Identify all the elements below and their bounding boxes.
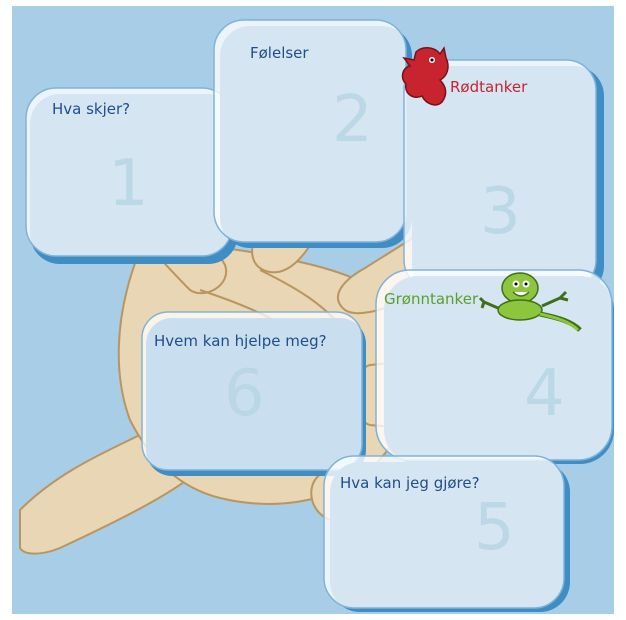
number-4: 4 (524, 362, 565, 426)
number-6: 6 (224, 362, 265, 426)
label-hva-skjer: Hva skjer? (52, 100, 130, 118)
label-hvem-kan-hjelpe-meg: Hvem kan hjelpe meg? (154, 332, 327, 350)
number-3: 3 (480, 180, 521, 244)
box-folelser (214, 20, 406, 242)
label-folelser: Følelser (250, 44, 309, 62)
label-hva-kan-jeg-gjore: Hva kan jeg gjøre? (340, 474, 480, 492)
number-2: 2 (332, 88, 373, 152)
label-gronntanker: Grønntanker (384, 290, 478, 308)
label-rodtanker: Rødtanker (450, 78, 527, 96)
number-5: 5 (474, 496, 515, 560)
number-1: 1 (108, 152, 149, 216)
